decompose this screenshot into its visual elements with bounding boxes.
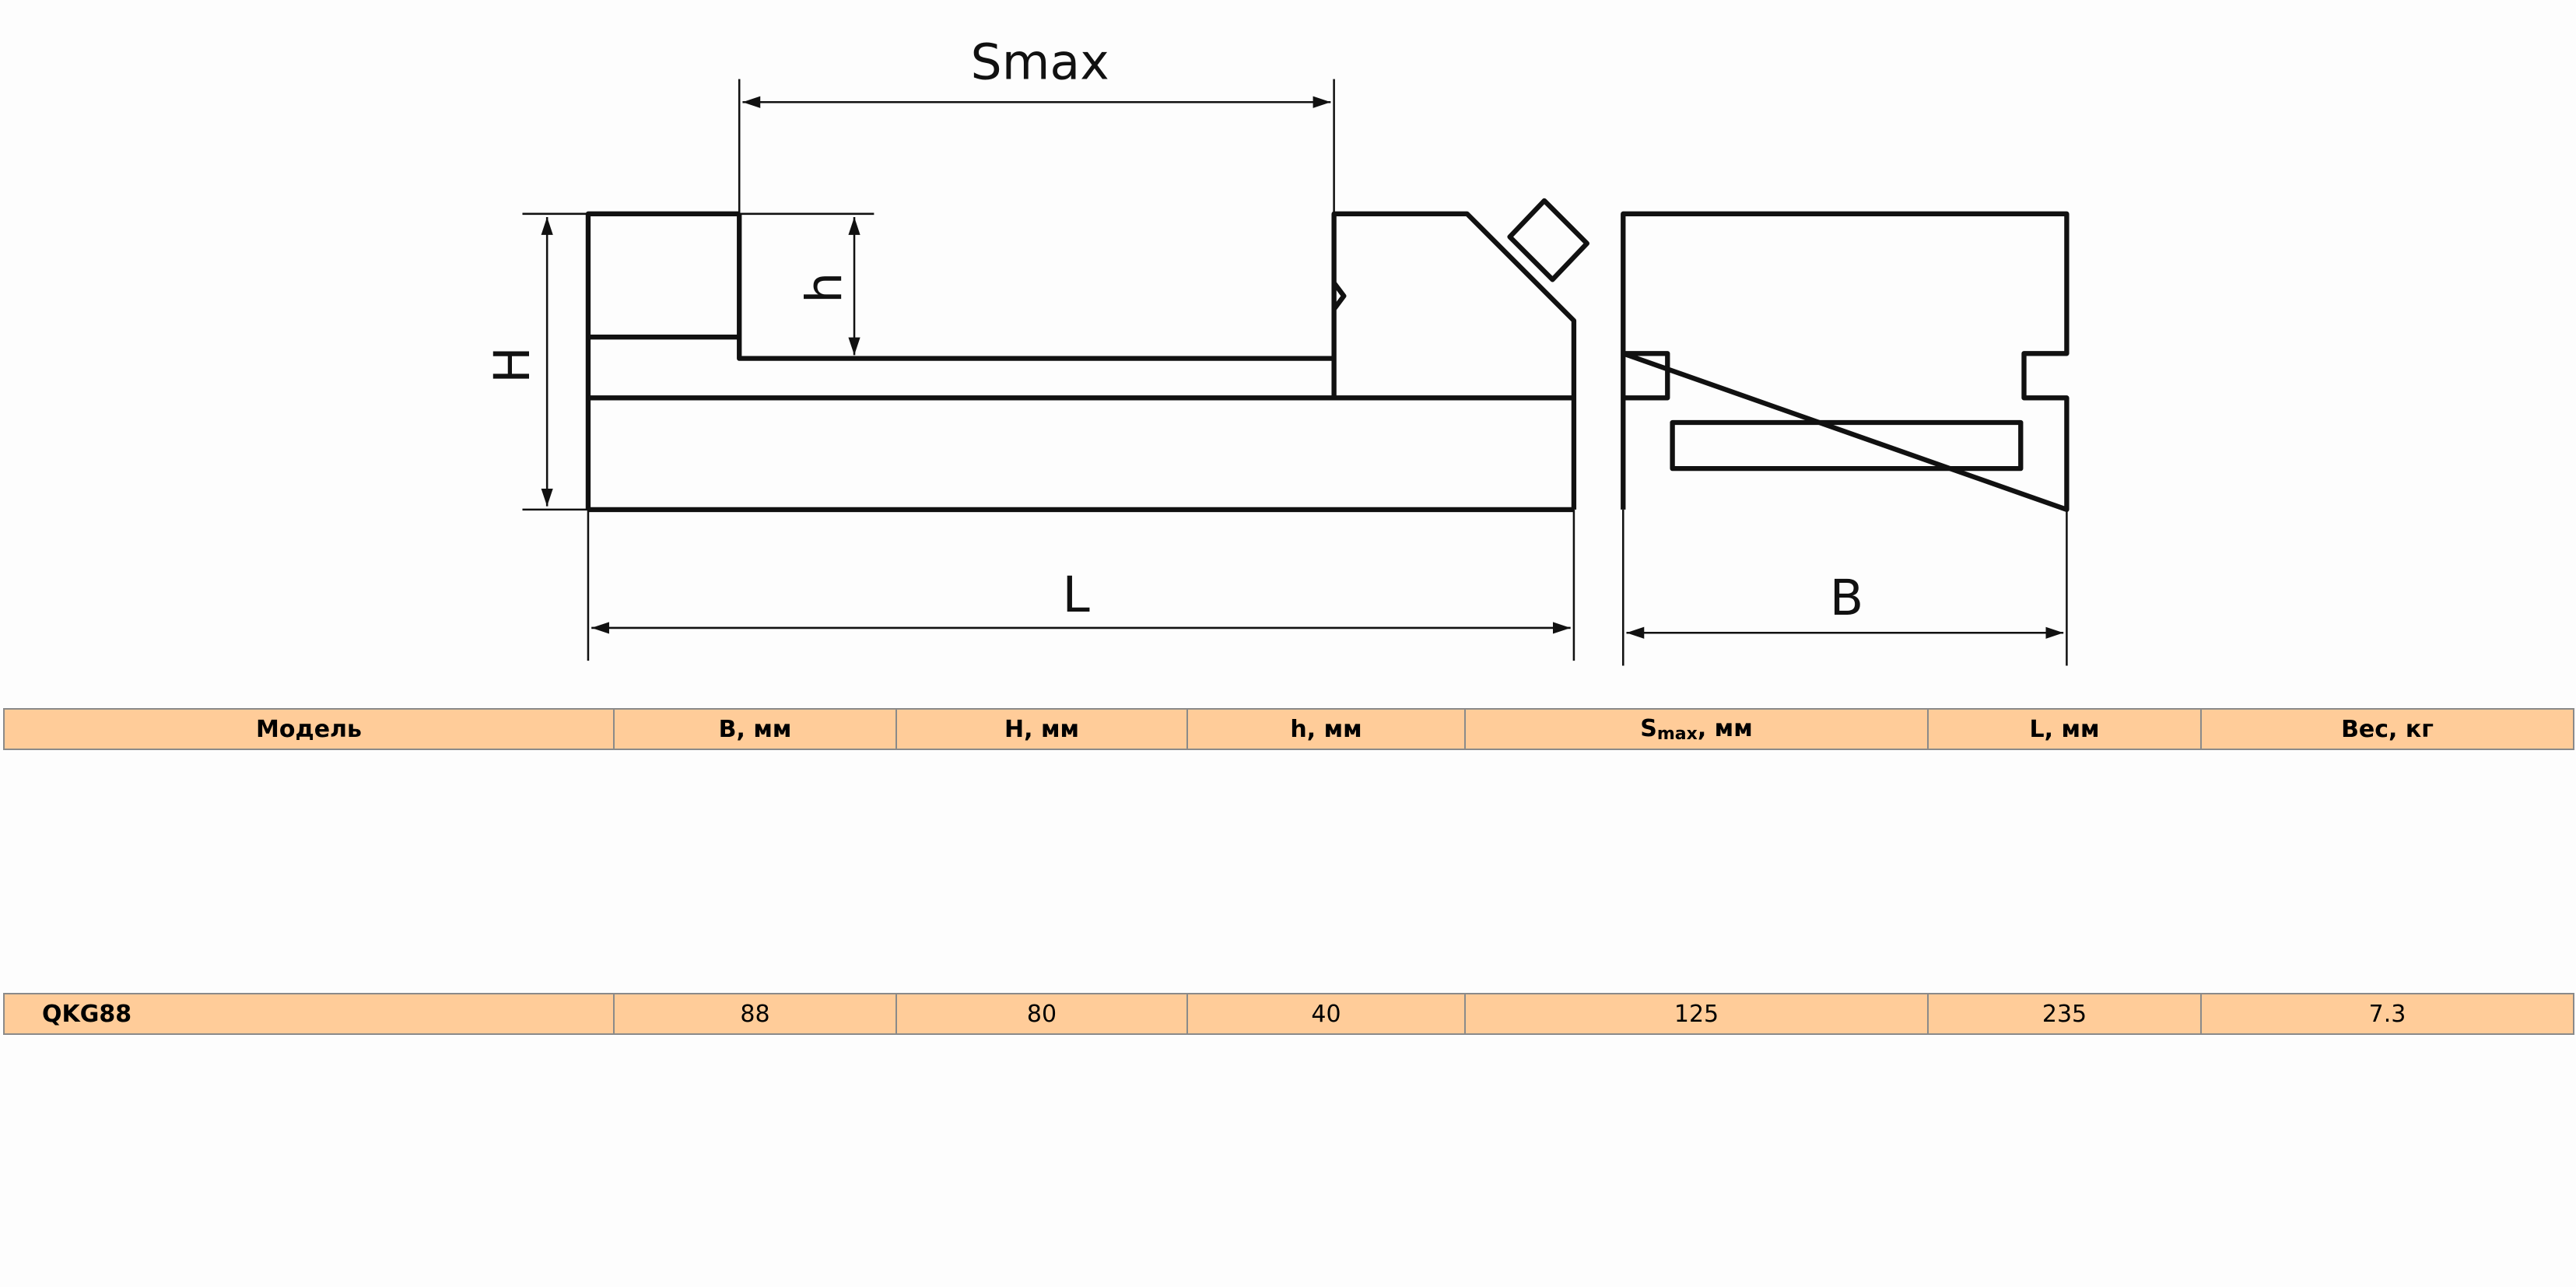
smax-unit: , мм xyxy=(1697,714,1753,742)
cell-h: 40 xyxy=(1186,993,1466,1035)
header-h: h, мм xyxy=(1186,708,1466,750)
length-label: L xyxy=(1062,566,1089,623)
cell-H: 80 xyxy=(895,993,1188,1035)
header-b: B, мм xyxy=(613,708,897,750)
table-row: QKG88 88 80 40 125 235 7.3 xyxy=(3,993,2574,1035)
cell-L: 235 xyxy=(1927,993,2202,1035)
specs-table-header: Модель B, мм H, мм h, мм Smax, мм L, мм … xyxy=(3,708,2574,750)
header-smax: Smax, мм xyxy=(1464,708,1929,750)
height-label: H xyxy=(483,346,541,384)
header-H: H, мм xyxy=(895,708,1188,750)
smax-sub: max xyxy=(1656,724,1698,744)
cell-weight: 7.3 xyxy=(2200,993,2574,1035)
smax-label: Smax xyxy=(971,33,1109,91)
cell-smax: 125 xyxy=(1464,993,1929,1035)
jaw-height-label: h xyxy=(795,272,853,303)
smax-main: S xyxy=(1640,714,1657,742)
width-label: B xyxy=(1830,569,1863,626)
header-L: L, мм xyxy=(1927,708,2202,750)
cell-b: 88 xyxy=(613,993,897,1035)
specs-table-body: QKG88 88 80 40 125 235 7.3 xyxy=(3,993,2574,1035)
header-model: Модель xyxy=(3,708,615,750)
header-row: Модель B, мм H, мм h, мм Smax, мм L, мм … xyxy=(3,708,2574,750)
cell-model: QKG88 xyxy=(3,993,615,1035)
header-weight: Вес, кг xyxy=(2200,708,2574,750)
